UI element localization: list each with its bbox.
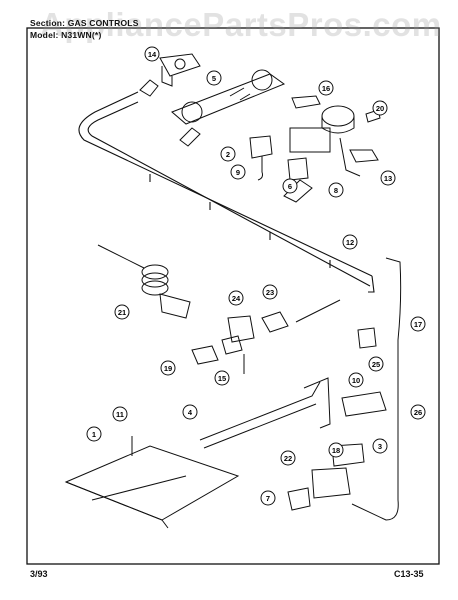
callout-4: 4 [182, 404, 198, 420]
callout-label: 9 [236, 168, 240, 177]
callout-21: 21 [114, 304, 130, 320]
callout-25: 25 [368, 356, 384, 372]
callout-10: 10 [348, 372, 364, 388]
callout-20: 20 [372, 100, 388, 116]
callout-18: 18 [328, 442, 344, 458]
dual-valve-assembly [171, 69, 286, 147]
callout-7: 7 [260, 490, 276, 506]
callout-label: 5 [212, 74, 216, 83]
page-code: C13-35 [394, 569, 424, 579]
callout-14: 14 [144, 46, 160, 62]
callout-label: 25 [372, 360, 380, 369]
callout-3: 3 [372, 438, 388, 454]
callout-9: 9 [230, 164, 246, 180]
callout-label: 20 [376, 104, 384, 113]
callout-11: 11 [112, 406, 128, 422]
callout-12: 12 [342, 234, 358, 250]
callout-22: 22 [280, 450, 296, 466]
callout-label: 16 [322, 84, 330, 93]
callout-label: 18 [332, 446, 340, 455]
igniter-parts [249, 135, 313, 203]
callout-label: 19 [164, 364, 172, 373]
callout-8: 8 [328, 182, 344, 198]
callout-26: 26 [410, 404, 426, 420]
callout-13: 13 [380, 170, 396, 186]
callout-6: 6 [282, 178, 298, 194]
model-number: Model: N31WN(*) [30, 30, 102, 40]
callout-label: 1 [92, 430, 96, 439]
callout-label: 23 [266, 288, 274, 297]
callout-label: 26 [414, 408, 422, 417]
callout-label: 11 [116, 410, 124, 419]
callout-23: 23 [262, 284, 278, 300]
callout-1: 1 [86, 426, 102, 442]
section-title: Section: GAS CONTROLS [30, 18, 139, 28]
callout-label: 8 [334, 186, 338, 195]
callout-2: 2 [220, 146, 236, 162]
callout-16: 16 [318, 80, 334, 96]
callout-label: 6 [288, 182, 292, 191]
callout-19: 19 [160, 360, 176, 376]
callout-label: 3 [378, 442, 382, 451]
callout-17: 17 [410, 316, 426, 332]
thermostat-assembly [289, 95, 381, 177]
callout-label: 2 [226, 150, 230, 159]
callout-label: 12 [346, 238, 354, 247]
watermark-text: AppliancePartsPros.com [40, 6, 442, 43]
callout-label: 4 [188, 408, 193, 417]
callout-15: 15 [214, 370, 230, 386]
callout-24: 24 [228, 290, 244, 306]
revision-date: 3/93 [30, 569, 48, 579]
page-frame [26, 27, 440, 565]
callout-label: 14 [148, 50, 157, 59]
callout-label: 24 [232, 294, 241, 303]
control-rod [199, 377, 331, 449]
callout-label: 15 [218, 374, 226, 383]
callout-label: 7 [266, 494, 270, 503]
callout-label: 21 [118, 308, 126, 317]
thermocouple-coil [97, 244, 191, 319]
burner-valve-head [139, 53, 201, 97]
callout-5: 5 [206, 70, 222, 86]
right-side-parts [287, 257, 402, 521]
safety-valve-parts [191, 299, 341, 374]
callout-label: 13 [384, 174, 392, 183]
callout-label: 22 [284, 454, 292, 463]
gas-manifold [78, 91, 375, 293]
bottom-panel [64, 436, 240, 529]
callout-label: 10 [352, 376, 360, 385]
callout-label: 17 [414, 320, 422, 329]
